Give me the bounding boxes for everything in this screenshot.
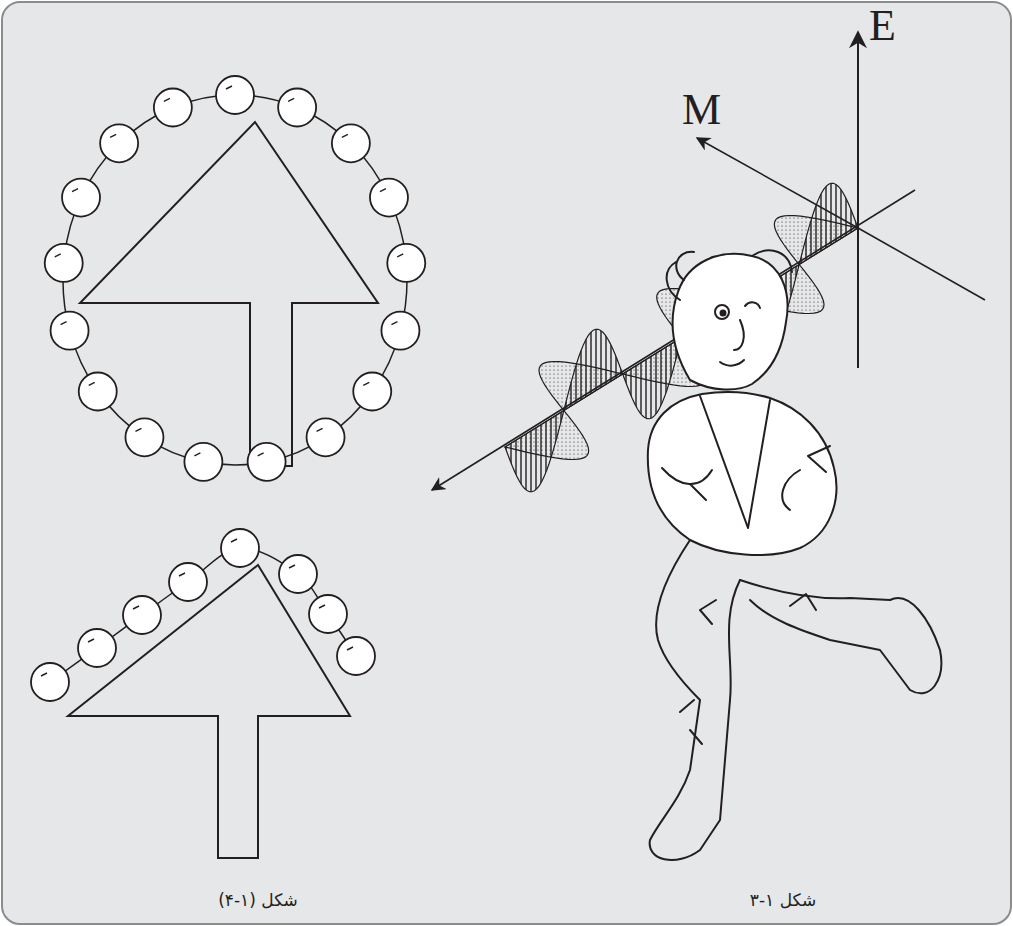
bead bbox=[125, 418, 163, 456]
bead bbox=[79, 372, 117, 410]
bead bbox=[62, 179, 100, 217]
bead bbox=[332, 124, 370, 162]
e-axis bbox=[857, 32, 859, 368]
bead bbox=[337, 637, 375, 675]
bead bbox=[279, 555, 317, 593]
figure-caption: شکل ۱-۳ bbox=[750, 890, 816, 910]
running-man bbox=[648, 250, 941, 860]
bead bbox=[353, 372, 391, 410]
bead bbox=[31, 663, 69, 701]
axis-label: M bbox=[682, 88, 721, 132]
bead bbox=[309, 595, 347, 633]
arrow-shape bbox=[68, 565, 350, 858]
bead bbox=[184, 443, 222, 481]
ring-figure bbox=[45, 76, 426, 481]
electric-wave bbox=[799, 183, 858, 264]
electric-wave bbox=[505, 411, 564, 492]
axis-label: E bbox=[869, 4, 896, 48]
bead bbox=[123, 596, 161, 634]
axis-line bbox=[858, 228, 985, 300]
bead bbox=[307, 418, 345, 456]
arrow-shape bbox=[80, 122, 378, 466]
bead bbox=[169, 563, 207, 601]
bead bbox=[278, 88, 316, 126]
figure-caption: شکل (۱-۴) bbox=[218, 890, 298, 910]
chain-line bbox=[50, 548, 356, 682]
bead bbox=[216, 76, 254, 114]
chain-line bbox=[63, 95, 407, 465]
bead bbox=[381, 312, 419, 350]
bead bbox=[221, 529, 259, 567]
bead bbox=[248, 443, 286, 481]
bead bbox=[100, 124, 138, 162]
electric-wave bbox=[564, 329, 623, 410]
bead bbox=[78, 629, 116, 667]
bead bbox=[45, 244, 83, 282]
bead bbox=[51, 312, 89, 350]
bead bbox=[387, 244, 425, 282]
chain-figure bbox=[31, 529, 375, 858]
bead bbox=[154, 88, 192, 126]
bead bbox=[370, 179, 408, 217]
